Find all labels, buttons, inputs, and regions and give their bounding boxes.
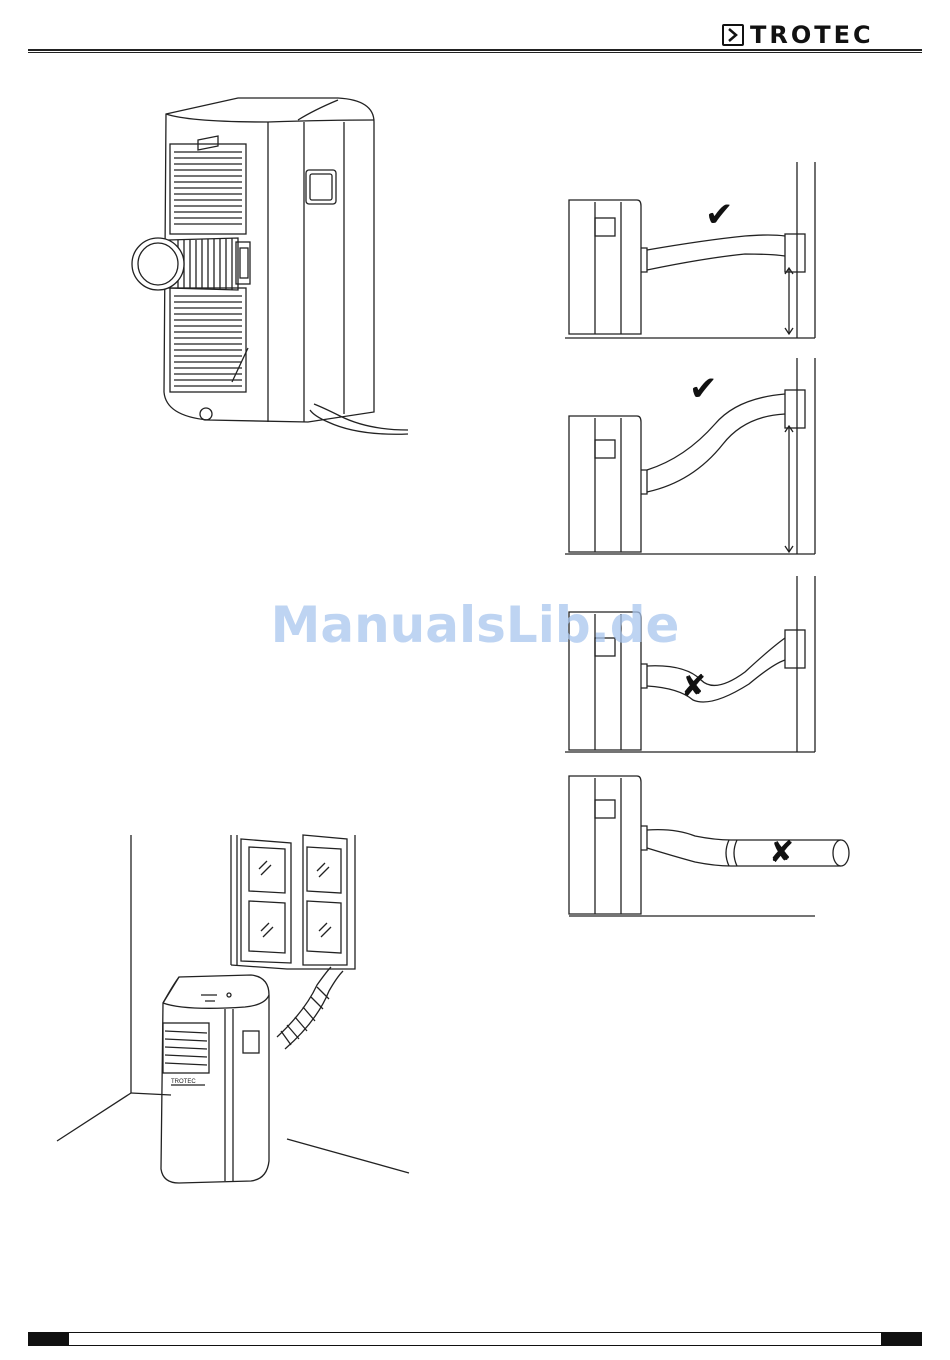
figure-unit-rear — [128, 92, 418, 442]
hose-wrong-diagram-2: ✘ — [565, 774, 855, 920]
footer-right-block — [882, 1332, 922, 1346]
correct-checkmark-icon: ✔ — [705, 195, 734, 235]
air-conditioner-rear-hose-icon — [128, 92, 418, 442]
footer-line — [68, 1332, 882, 1346]
air-conditioner-window-installation-icon: TROTEC — [55, 835, 415, 1195]
incorrect-cross-icon: ✘ — [769, 835, 794, 870]
svg-text:TROTEC: TROTEC — [171, 1079, 196, 1085]
figure-hose-correct-1: ✔ — [565, 162, 825, 344]
hose-correct-diagram-1: ✔ — [565, 162, 825, 344]
logo-text: TROTEC — [750, 23, 874, 47]
correct-checkmark-icon: ✔ — [689, 369, 718, 409]
header-rule — [28, 49, 922, 53]
logo-chevron-icon — [722, 24, 744, 46]
figure-unit-window: TROTEC — [55, 835, 415, 1195]
figure-hose-wrong-2: ✘ — [565, 774, 855, 920]
footer-bar — [28, 1332, 922, 1346]
incorrect-cross-icon: ✘ — [681, 669, 706, 704]
hose-correct-diagram-2: ✔ — [565, 358, 825, 558]
figure-hose-correct-2: ✔ — [565, 358, 825, 558]
watermark: ManualsLib.de — [0, 596, 950, 654]
footer-left-block — [28, 1332, 68, 1346]
trotec-logo: TROTEC — [722, 22, 874, 48]
